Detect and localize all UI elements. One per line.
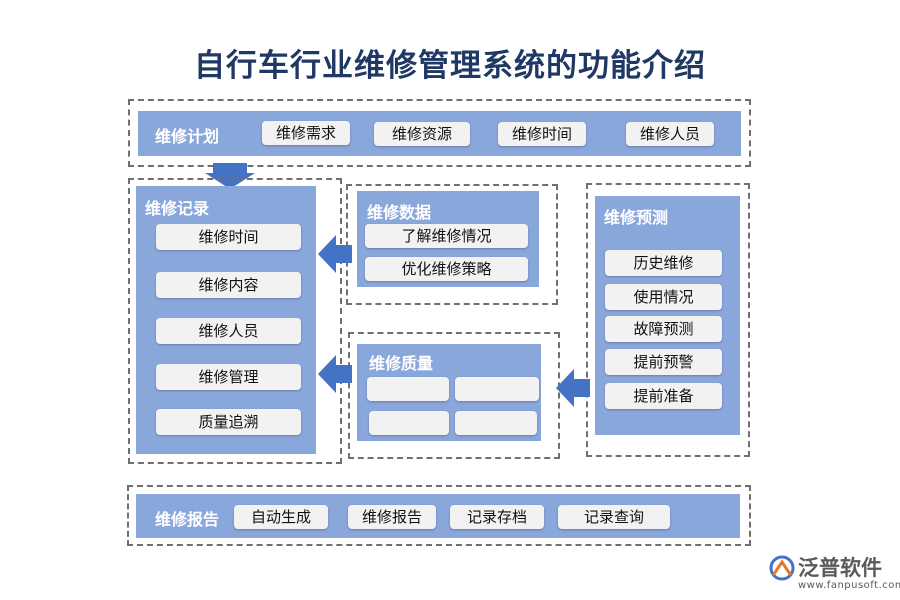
arrow-down-icon bbox=[205, 163, 255, 189]
arrow-left-icon bbox=[318, 235, 352, 273]
quality-panel: 维修质量 bbox=[357, 344, 541, 441]
record-panel: 维修记录 维修时间 维修内容 维修人员 维修管理 质量追溯 bbox=[136, 186, 316, 454]
brand-name: 泛普软件 bbox=[798, 556, 882, 580]
record-item: 维修内容 bbox=[156, 272, 301, 298]
data-frame bbox=[346, 184, 558, 305]
record-title: 维修记录 bbox=[145, 199, 210, 218]
plan-title: 维修计划 bbox=[155, 127, 220, 146]
record-frame bbox=[128, 178, 342, 464]
page-title: 自行车行业维修管理系统的功能介绍 bbox=[194, 48, 706, 84]
brand-logo: 泛普软件 www.fanpusoft.com bbox=[768, 552, 900, 598]
report-item: 维修报告 bbox=[348, 505, 436, 529]
report-frame bbox=[127, 485, 751, 546]
quality-item bbox=[367, 377, 449, 401]
brand-url: www.fanpusoft.com bbox=[798, 580, 900, 591]
report-item: 记录查询 bbox=[558, 505, 670, 529]
arrow-left-icon bbox=[556, 369, 590, 407]
predict-item: 提前准备 bbox=[605, 383, 722, 409]
plan-item: 维修资源 bbox=[374, 122, 470, 146]
record-item: 质量追溯 bbox=[156, 409, 301, 435]
plan-item: 维修需求 bbox=[262, 121, 350, 145]
data-item: 了解维修情况 bbox=[365, 224, 528, 248]
predict-item: 提前预警 bbox=[605, 349, 722, 375]
predict-panel: 维修预测 历史维修 使用情况 故障预测 提前预警 提前准备 bbox=[595, 196, 740, 435]
data-title: 维修数据 bbox=[367, 203, 432, 222]
record-item: 维修人员 bbox=[156, 318, 301, 344]
quality-item bbox=[455, 411, 537, 435]
report-item: 记录存档 bbox=[450, 505, 544, 529]
plan-item: 维修人员 bbox=[626, 122, 714, 146]
predict-title: 维修预测 bbox=[604, 208, 669, 227]
predict-item: 使用情况 bbox=[605, 284, 722, 310]
report-title: 维修报告 bbox=[155, 510, 220, 529]
data-item: 优化维修策略 bbox=[365, 257, 528, 281]
quality-frame bbox=[348, 332, 560, 459]
plan-panel: 维修计划 维修需求 维修资源 维修时间 维修人员 bbox=[138, 111, 741, 156]
report-item: 自动生成 bbox=[234, 505, 328, 529]
arrow-left-icon bbox=[318, 355, 352, 393]
predict-frame bbox=[586, 183, 750, 457]
quality-title: 维修质量 bbox=[369, 354, 434, 373]
report-panel: 维修报告 自动生成 维修报告 记录存档 记录查询 bbox=[136, 494, 740, 538]
record-item: 维修管理 bbox=[156, 364, 301, 390]
predict-item: 历史维修 bbox=[605, 250, 722, 276]
quality-item bbox=[455, 377, 539, 401]
data-panel: 维修数据 了解维修情况 优化维修策略 bbox=[357, 191, 539, 287]
plan-frame bbox=[128, 99, 751, 167]
plan-item: 维修时间 bbox=[498, 122, 586, 146]
quality-item bbox=[369, 411, 449, 435]
predict-item: 故障预测 bbox=[605, 316, 722, 342]
brand-logo-icon bbox=[769, 555, 795, 581]
record-item: 维修时间 bbox=[156, 224, 301, 250]
